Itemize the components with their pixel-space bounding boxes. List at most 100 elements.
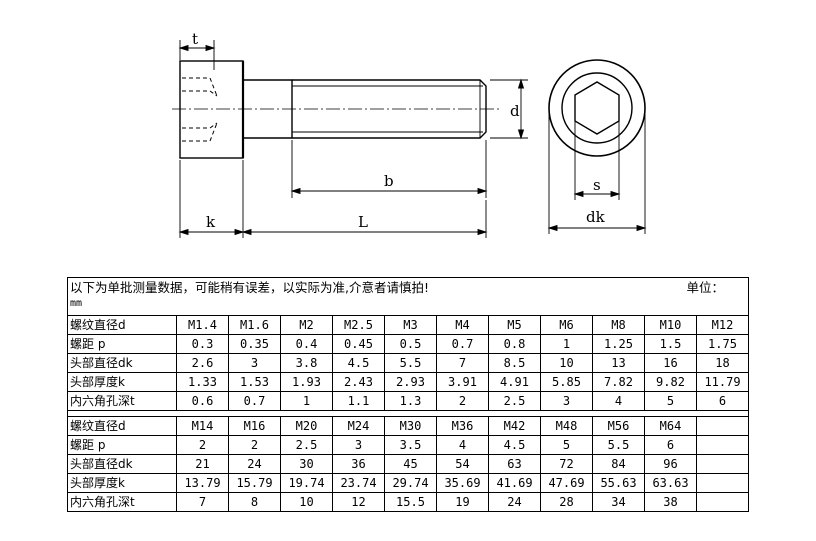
table-cell: 1.93 [280, 372, 333, 392]
table-cell: 2.43 [332, 372, 385, 392]
table-cell: 0.6 [176, 391, 229, 411]
table-cell: 2 [176, 435, 229, 455]
table-cell: 63.63 [644, 473, 697, 493]
table-cell: 38 [644, 492, 697, 512]
table-cell: M1.6 [228, 315, 281, 335]
note-text: 以下为单批测量数据，可能稍有误差，以实际为准,介意者请慎拍! [70, 280, 429, 295]
table-cell: 3.5 [384, 435, 437, 455]
table-cell: 5.5 [592, 435, 645, 455]
row-label: 螺纹直径d [67, 315, 177, 335]
hex-socket-hidden-lines [182, 77, 218, 142]
table-cell: 18 [696, 353, 749, 373]
table-cell: 3 [540, 391, 593, 411]
row-label: 头部直径dk [67, 454, 177, 474]
table-cell: 10 [540, 353, 593, 373]
table-cell: M30 [384, 416, 437, 436]
table-cell: 72 [540, 454, 593, 474]
dim-s-label: s [593, 176, 601, 194]
screw-drawing: t d b k L [172, 30, 647, 238]
table-cell: 41.69 [488, 473, 541, 493]
table-cell: 35.69 [436, 473, 489, 493]
table-cell [696, 473, 749, 493]
dim-d-label: d [510, 102, 520, 120]
table-cell: 2 [228, 435, 281, 455]
table-cell: 24 [488, 492, 541, 512]
table-cell: 3 [228, 353, 281, 373]
table-cell: 4 [592, 391, 645, 411]
table-cell: 30 [280, 454, 333, 474]
row-label: 螺纹直径d [67, 416, 177, 436]
table-cell: 2.93 [384, 372, 437, 392]
table-cell: 13.79 [176, 473, 229, 493]
table-header-note: 以下为单批测量数据，可能稍有误差，以实际为准,介意者请慎拍! 单位： mm [67, 277, 749, 316]
table-cell: 7 [436, 353, 489, 373]
table-cell: 24 [228, 454, 281, 474]
table-cell: M2 [280, 315, 333, 335]
table-cell: M16 [228, 416, 281, 436]
table-cell: 11.79 [696, 372, 749, 392]
table-cell: 4.91 [488, 372, 541, 392]
table-cell: 2 [436, 391, 489, 411]
table-cell: M56 [592, 416, 645, 436]
table-cell: 0.8 [488, 334, 541, 354]
table-cell: 84 [592, 454, 645, 474]
table-cell: M64 [644, 416, 697, 436]
head-outer-circle [548, 59, 646, 157]
table-cell: 0.45 [332, 334, 385, 354]
table-cell: M14 [176, 416, 229, 436]
table-cell: M6 [540, 315, 593, 335]
table-cell: 8.5 [488, 353, 541, 373]
table-cell: 2.5 [280, 435, 333, 455]
table-cell: 12 [332, 492, 385, 512]
dim-b-label: b [384, 172, 394, 190]
table-cell: 1.5 [644, 334, 697, 354]
table-cell: M36 [436, 416, 489, 436]
table-cell [696, 435, 749, 455]
row-label: 螺距 p [67, 435, 177, 455]
dim-L-label: L [358, 213, 368, 231]
table-cell: 1 [280, 391, 333, 411]
table-cell: 34 [592, 492, 645, 512]
hex-socket [574, 81, 620, 135]
row-label: 头部厚度k [67, 473, 177, 493]
table-cell: 0.5 [384, 334, 437, 354]
table-cell: 13 [592, 353, 645, 373]
table-cell: 96 [644, 454, 697, 474]
table-cell: M12 [696, 315, 749, 335]
table-cell: M42 [488, 416, 541, 436]
screw-head [179, 60, 244, 159]
table-cell: 55.63 [592, 473, 645, 493]
table-cell: 0.35 [228, 334, 281, 354]
table-cell: 19.74 [280, 473, 333, 493]
table-cell: 16 [644, 353, 697, 373]
table-cell: 5.85 [540, 372, 593, 392]
table-cell: 6 [644, 435, 697, 455]
dim-dk-label: dk [586, 208, 606, 226]
table-cell: M20 [280, 416, 333, 436]
row-label: 内六角孔深t [67, 391, 177, 411]
head-inner-circle [561, 72, 633, 144]
table-cell: 1.33 [176, 372, 229, 392]
table-cell: 0.7 [436, 334, 489, 354]
table-cell: 23.74 [332, 473, 385, 493]
table-cell: 4.5 [488, 435, 541, 455]
table-cell: 1.3 [384, 391, 437, 411]
table-cell [696, 454, 749, 474]
dim-t-label: t [192, 30, 198, 48]
table-cell: M48 [540, 416, 593, 436]
table-cell: 45 [384, 454, 437, 474]
table-cell: 4.5 [332, 353, 385, 373]
table-cell: 0.7 [228, 391, 281, 411]
table-cell: 29.74 [384, 473, 437, 493]
spec-table: 以下为单批测量数据，可能稍有误差，以实际为准,介意者请慎拍! 单位： mm 螺纹… [67, 277, 749, 512]
table-cell: 2.6 [176, 353, 229, 373]
table-cell: 21 [176, 454, 229, 474]
row-label: 内六角孔深t [67, 492, 177, 512]
table-cell: 1 [540, 334, 593, 354]
